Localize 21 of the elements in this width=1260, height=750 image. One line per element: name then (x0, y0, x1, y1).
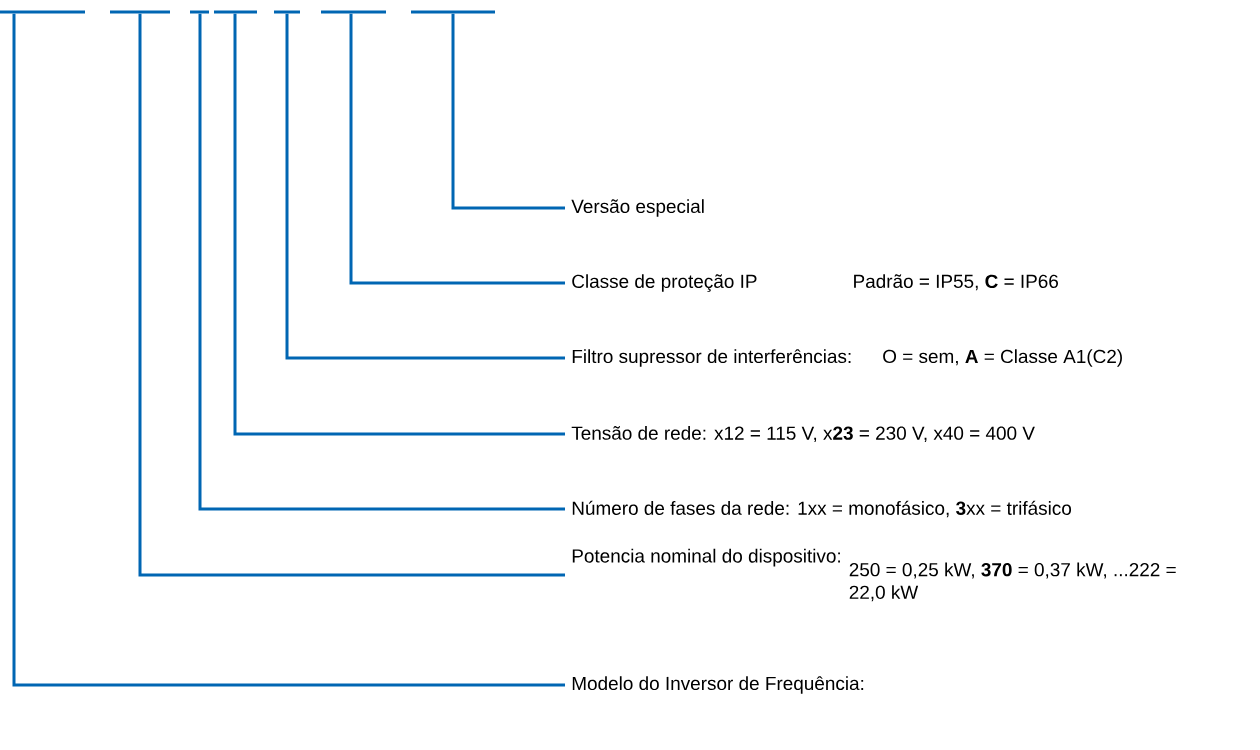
leader-line (198, 13, 565, 511)
leader-line (451, 13, 565, 210)
description-text: Filtro supressor de interferências: O = sem, A = Classe A1(C2) (572, 349, 1122, 367)
leader-line (349, 13, 565, 285)
description-text: Versão especial (571, 199, 704, 217)
code-segment-bar (214, 10, 257, 14)
code-segment-bar (274, 10, 300, 14)
leader-line (233, 13, 565, 436)
description-text: Tensão de rede: x12 = 115 V, x23 = 230 V, x40 = 400 V (571, 425, 1035, 443)
code-segment-bar (190, 10, 209, 14)
leader-line (285, 13, 565, 360)
code-segment-bar (411, 10, 495, 14)
description-text: Potencia nominal do dispositivo: 250 = 0,25 kW, 370 = 0,37 kW, ...222 = 22,0 kW (572, 548, 1176, 602)
leader-line (12, 13, 565, 687)
description-text: Modelo do Inversor de Frequência: (572, 676, 864, 694)
leader-line (138, 13, 565, 577)
description-text: Classe de proteção IP Padrão = IP55, C = IP66 (572, 274, 1058, 292)
code-segment-bar (110, 10, 170, 14)
description-text: Número de fases da rede: 1xx = monofásico, 3xx = trifásico (572, 500, 1072, 518)
code-segment-bar (0, 10, 85, 14)
code-segment-bar (321, 10, 386, 14)
